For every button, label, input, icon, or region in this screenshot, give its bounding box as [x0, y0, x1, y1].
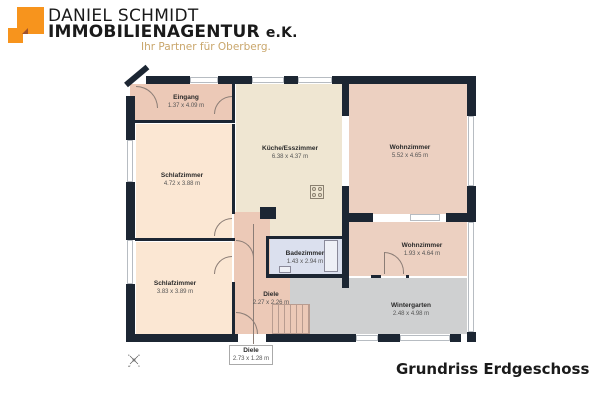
- bathtub-icon: [324, 240, 338, 272]
- window: [127, 140, 133, 182]
- wall-eingang-right: [232, 84, 235, 122]
- room-label: Eingang 1.37 x 4.09 m: [168, 94, 204, 110]
- svg-text:e: e: [138, 353, 140, 357]
- logo-tagline: Ihr Partner für Oberberg.: [141, 41, 271, 53]
- door-line-diele: [253, 224, 254, 344]
- compass-icon: s e w n: [128, 353, 140, 367]
- wall-top-left: [146, 76, 190, 84]
- wall-bath-bottom: [268, 274, 344, 278]
- room-name: Wohnzimmer: [389, 144, 431, 151]
- room-name: Küche/Esszimmer: [262, 145, 318, 152]
- logo-mark-triangle: [22, 28, 28, 34]
- room-label: Diele 2.27 x 2.26 m: [253, 291, 289, 307]
- room-dimensions: 2.73 x 1.28 m: [232, 356, 270, 362]
- room-wohnzimmer-large: [349, 84, 467, 214]
- wall-bath-left: [266, 236, 269, 278]
- logo-company-name: DANIEL SCHMIDT: [48, 6, 199, 26]
- room-schlafzimmer-1: [136, 124, 232, 238]
- wall-schlaf-divider: [135, 238, 235, 241]
- room-dimensions: 2.48 x 4.98 m: [392, 311, 430, 317]
- wall-kitchen-right: [342, 76, 349, 116]
- wall-bottom: [126, 334, 238, 342]
- window: [252, 77, 284, 83]
- svg-text:n: n: [138, 364, 140, 367]
- room-dimensions: 3.83 x 3.89 m: [156, 289, 194, 295]
- room-label: Badezimmer 1.43 x 2.94 m: [286, 250, 325, 266]
- room-dimensions: 4.72 x 3.88 m: [163, 181, 201, 187]
- room-name: Badezimmer: [285, 250, 325, 257]
- logo-company-type: IMMOBILIENAGENTUR e.K.: [48, 22, 298, 42]
- room-dimensions: 6.38 x 4.37 m: [271, 154, 309, 160]
- wall-left: [126, 284, 135, 342]
- wall-kitchen-right: [342, 186, 349, 288]
- window: [468, 116, 474, 186]
- svg-text:s: s: [128, 353, 130, 357]
- svg-text:w: w: [128, 364, 131, 367]
- room-dimensions: 1.37 x 4.09 m: [167, 103, 205, 109]
- room-label: Wintergarten 2.48 x 4.98 m: [391, 302, 431, 318]
- wall-bottom: [266, 334, 356, 342]
- room-label: Schlafzimmer 3.83 x 3.89 m: [154, 280, 196, 296]
- logo-agency-label: IMMOBILIENAGENTUR: [48, 22, 260, 42]
- room-label: Schlafzimmer 4.72 x 3.88 m: [161, 172, 203, 188]
- wall-top: [284, 76, 298, 84]
- room-label-boxed: Diele 2.73 x 1.28 m: [229, 345, 273, 365]
- cooktop-icon: [310, 185, 324, 199]
- room-label: Küche/Esszimmer 6.38 x 4.37 m: [262, 145, 318, 161]
- room-dimensions: 5.52 x 4.65 m: [391, 153, 429, 159]
- room-label: Wohnzimmer 1.93 x 4.64 m: [402, 242, 443, 258]
- room-dimensions: 2.27 x 2.26 m: [252, 300, 290, 306]
- wall-bottom: [378, 334, 400, 342]
- floor-plan-title: Grundriss Erdgeschoss: [396, 360, 590, 378]
- wall-wohn-divider: [446, 213, 467, 222]
- room-schlafzimmer-2: [136, 242, 232, 334]
- window: [356, 335, 378, 341]
- wall-wohn-divider: [349, 213, 373, 222]
- wall-top-right: [332, 76, 476, 84]
- room-name: Schlafzimmer: [153, 280, 197, 287]
- room-name: Eingang: [173, 94, 199, 101]
- wall-right: [467, 332, 476, 342]
- room-name: Schlafzimmer: [160, 172, 204, 179]
- room-dimensions: 1.43 x 2.94 m: [286, 259, 324, 265]
- wall-diele-left: [232, 282, 235, 334]
- wall-left: [126, 182, 135, 240]
- wall-right: [467, 76, 476, 116]
- room-wohnzimmer-small: [349, 222, 467, 276]
- logo-mark-small-square: [8, 28, 23, 43]
- wall-bottom: [450, 334, 461, 342]
- wall-top: [218, 76, 252, 84]
- wall-wohn-winter: [371, 275, 381, 278]
- window: [400, 335, 450, 341]
- room-name: Diele: [263, 291, 279, 298]
- sink-icon: [279, 266, 291, 273]
- wall-bath-top: [268, 236, 344, 239]
- room-name: Wintergarten: [390, 302, 432, 309]
- wall-left: [126, 96, 135, 140]
- window: [127, 240, 133, 284]
- wall-block: [260, 207, 276, 219]
- window: [298, 77, 332, 83]
- window: [410, 214, 440, 221]
- staircase: [272, 304, 310, 334]
- room-dimensions: 1.93 x 4.64 m: [403, 251, 441, 257]
- room-wintergarten: [349, 278, 467, 334]
- room-name: Wohnzimmer: [401, 242, 443, 249]
- logo-legal-suffix: e.K.: [265, 25, 298, 41]
- room-label: Wohnzimmer 5.52 x 4.65 m: [390, 144, 431, 160]
- window: [190, 77, 218, 83]
- window: [468, 222, 474, 332]
- wall-wohn-winter: [406, 275, 409, 278]
- wall-eingang-bottom: [135, 120, 235, 123]
- room-name: Diele: [243, 347, 259, 354]
- wall-schlaf-right: [232, 124, 235, 214]
- wall-right: [467, 186, 476, 222]
